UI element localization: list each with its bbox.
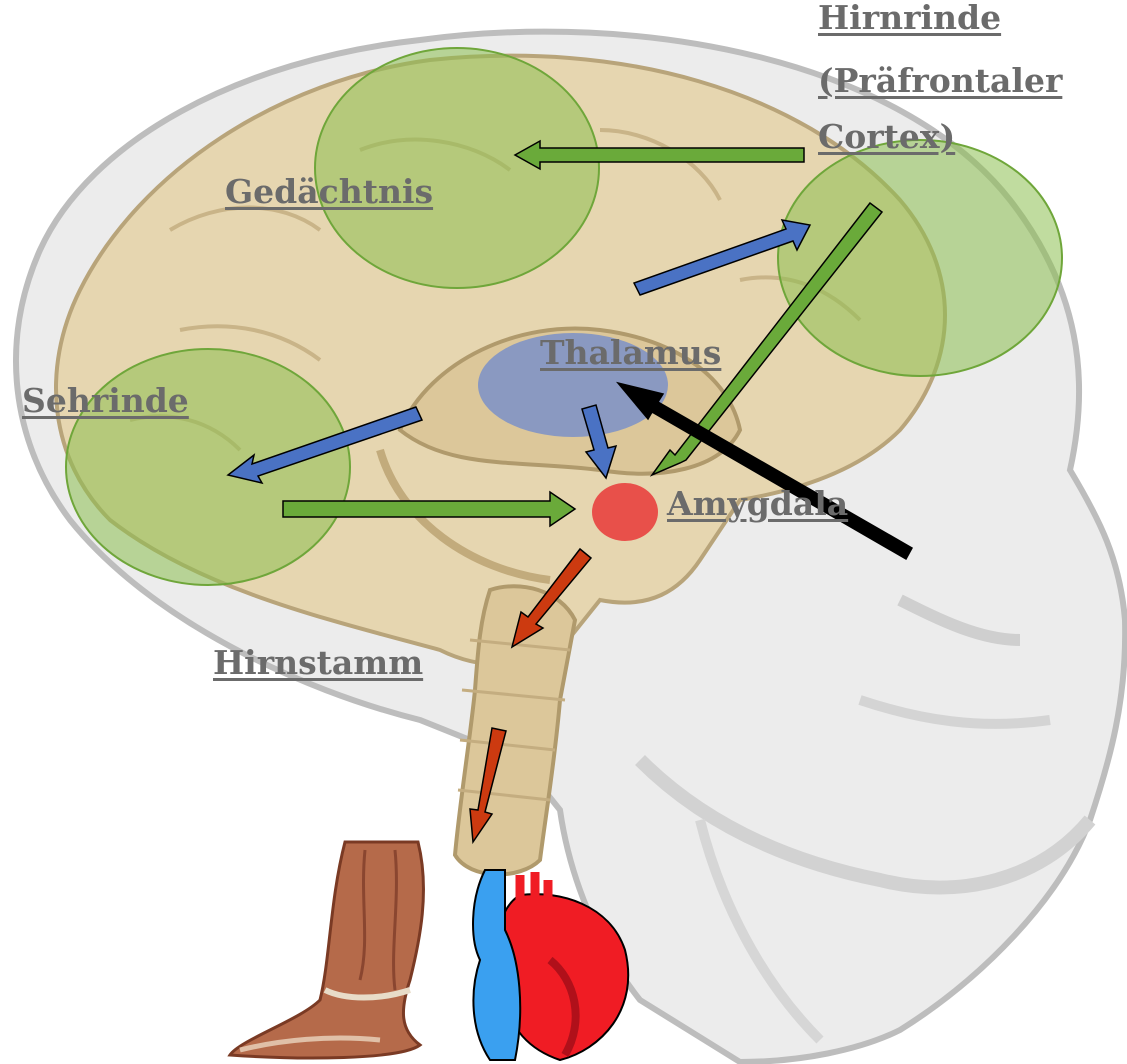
- memory-region: [315, 48, 599, 288]
- label-cortex-line2: (Präfrontaler: [818, 61, 1062, 101]
- prefrontal-cortex-region: [778, 140, 1062, 376]
- label-brainstem: Hirnstamm: [213, 643, 423, 683]
- amygdala-region: [592, 483, 658, 541]
- label-amygdala: Amygdala: [667, 484, 848, 524]
- label-memory: Gedächtnis: [225, 172, 433, 212]
- leg-muscle-illustration: [230, 842, 423, 1058]
- label-cortex-line1: Hirnrinde: [818, 0, 1001, 38]
- label-visual-cortex: Sehrinde: [22, 381, 189, 421]
- label-thalamus: Thalamus: [540, 333, 721, 373]
- label-cortex-line3: Cortex): [818, 117, 955, 157]
